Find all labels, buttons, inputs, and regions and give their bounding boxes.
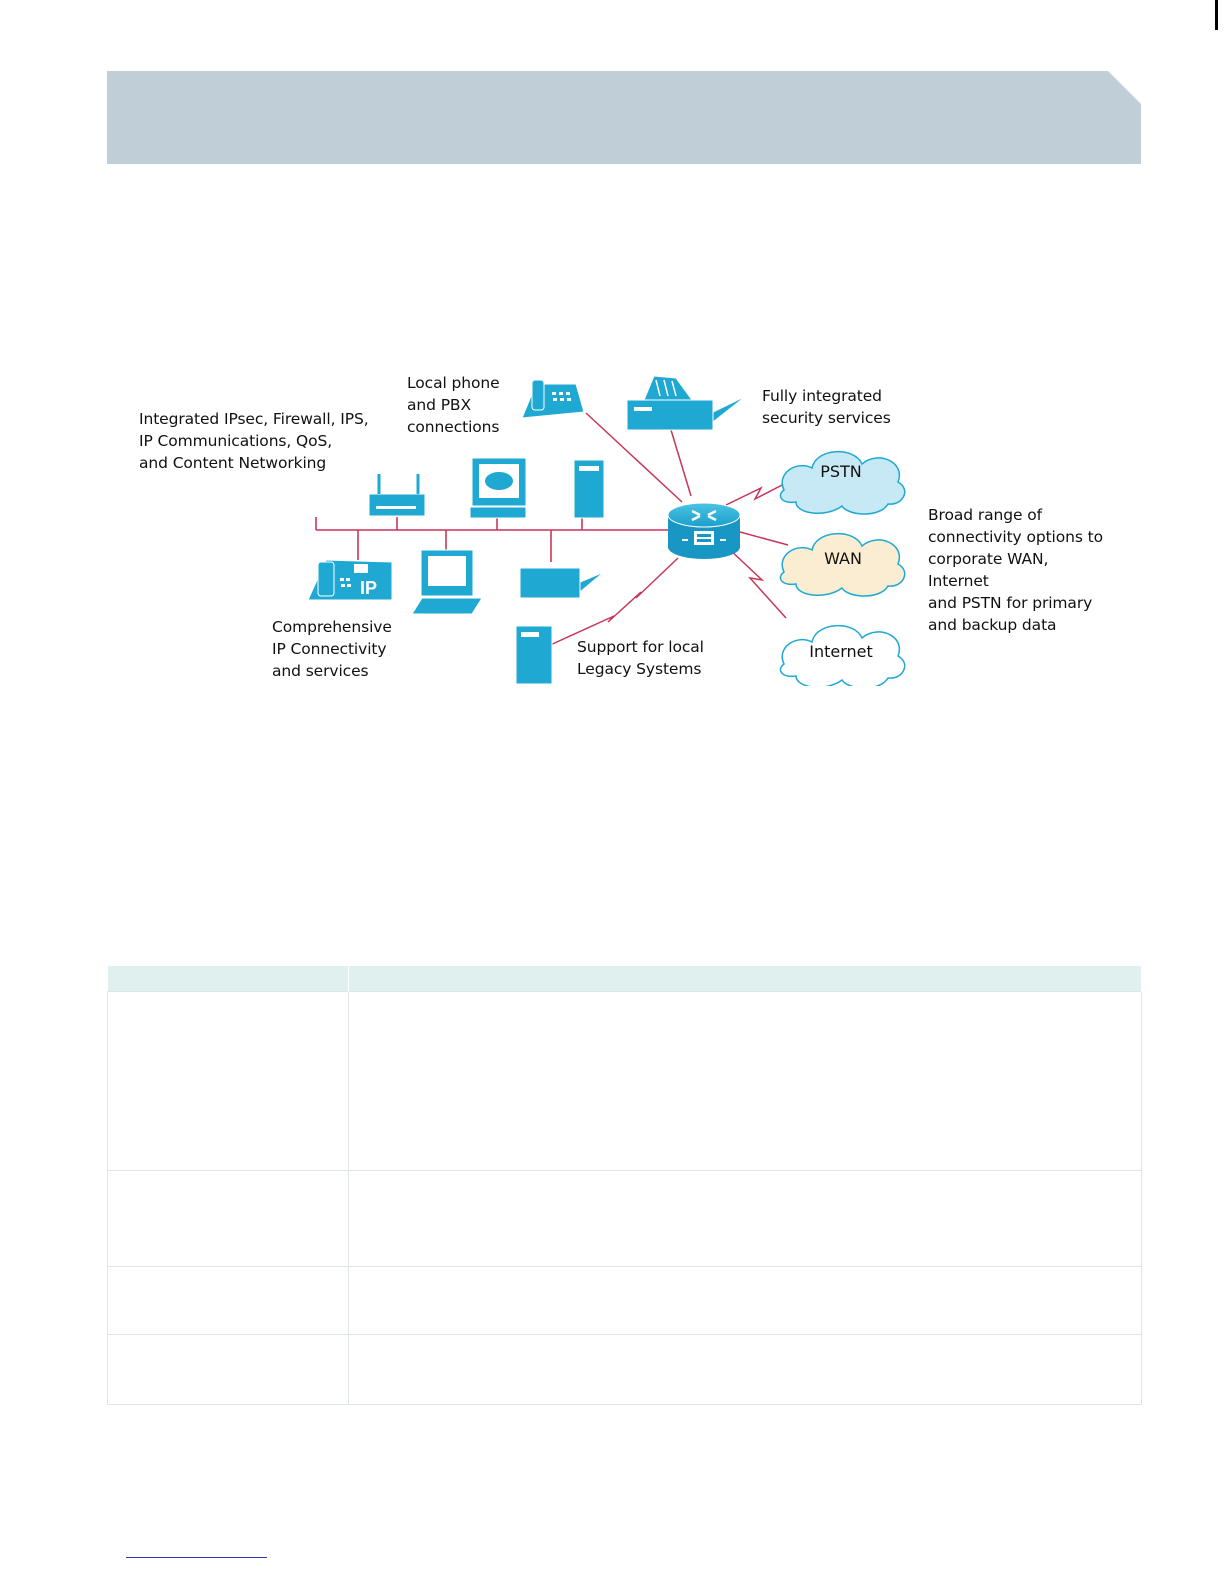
- network-diagram-graphic: IP: [307, 375, 906, 686]
- workstation-icon: [411, 549, 483, 615]
- network-diagram: IP PSTN WAN Internet Integra: [136, 350, 1110, 686]
- table-header-row: [107, 966, 1142, 992]
- table-cell: [348, 1266, 1142, 1335]
- printer-icon: [519, 567, 605, 599]
- workstation-icon: [469, 457, 527, 519]
- ip-phone-icon: IP: [307, 559, 393, 601]
- table-row: [107, 1170, 1142, 1267]
- wan-cloud-label: WAN: [824, 549, 862, 568]
- fax-icon: [626, 375, 747, 431]
- telephone-icon: [521, 379, 585, 419]
- table-cell: [348, 991, 1142, 1171]
- local-phone-label: Local phone and PBX connections: [407, 374, 500, 436]
- wireless-access-point-icon: [368, 474, 426, 517]
- table-header-cell: [348, 966, 1142, 992]
- table-cell: [348, 1334, 1142, 1405]
- table-row: [107, 991, 1142, 1171]
- ip-phone-badge: IP: [360, 578, 377, 598]
- pstn-cloud-icon: [779, 450, 906, 515]
- table-cell: [107, 991, 349, 1171]
- table-cell: [107, 1334, 349, 1405]
- table-cell: [348, 1170, 1142, 1267]
- internet-cloud-label: Internet: [809, 642, 873, 661]
- legacy-systems-label: Support for local Legacy Systems: [577, 638, 704, 678]
- table-cell: [107, 1266, 349, 1335]
- table-cell: [107, 1170, 349, 1267]
- internet-cloud-icon: [779, 624, 906, 686]
- connectivity-options-label: Broad range of connectivity options to c…: [928, 506, 1104, 634]
- spec-table: [107, 966, 1142, 1405]
- pstn-cloud-label: PSTN: [820, 462, 862, 481]
- router-icon: [667, 502, 741, 559]
- footer-link-underline[interactable]: [126, 1557, 267, 1558]
- table-row: [107, 1266, 1142, 1335]
- table-row: [107, 1334, 1142, 1405]
- server-icon: [573, 459, 605, 519]
- table-header-cell: [107, 966, 349, 992]
- lan-bus: [315, 517, 670, 562]
- security-services-label: Fully integrated security services: [762, 387, 891, 427]
- page-edge-mark: [1215, 0, 1218, 30]
- header-band: [107, 71, 1141, 164]
- server-icon: [515, 625, 553, 685]
- router-links: [547, 412, 789, 647]
- ip-connectivity-label: Comprehensive IP Connectivity and servic…: [272, 618, 392, 680]
- integrated-services-label: Integrated IPsec, Firewall, IPS, IP Comm…: [139, 410, 369, 472]
- wan-cloud-icon: [779, 532, 906, 597]
